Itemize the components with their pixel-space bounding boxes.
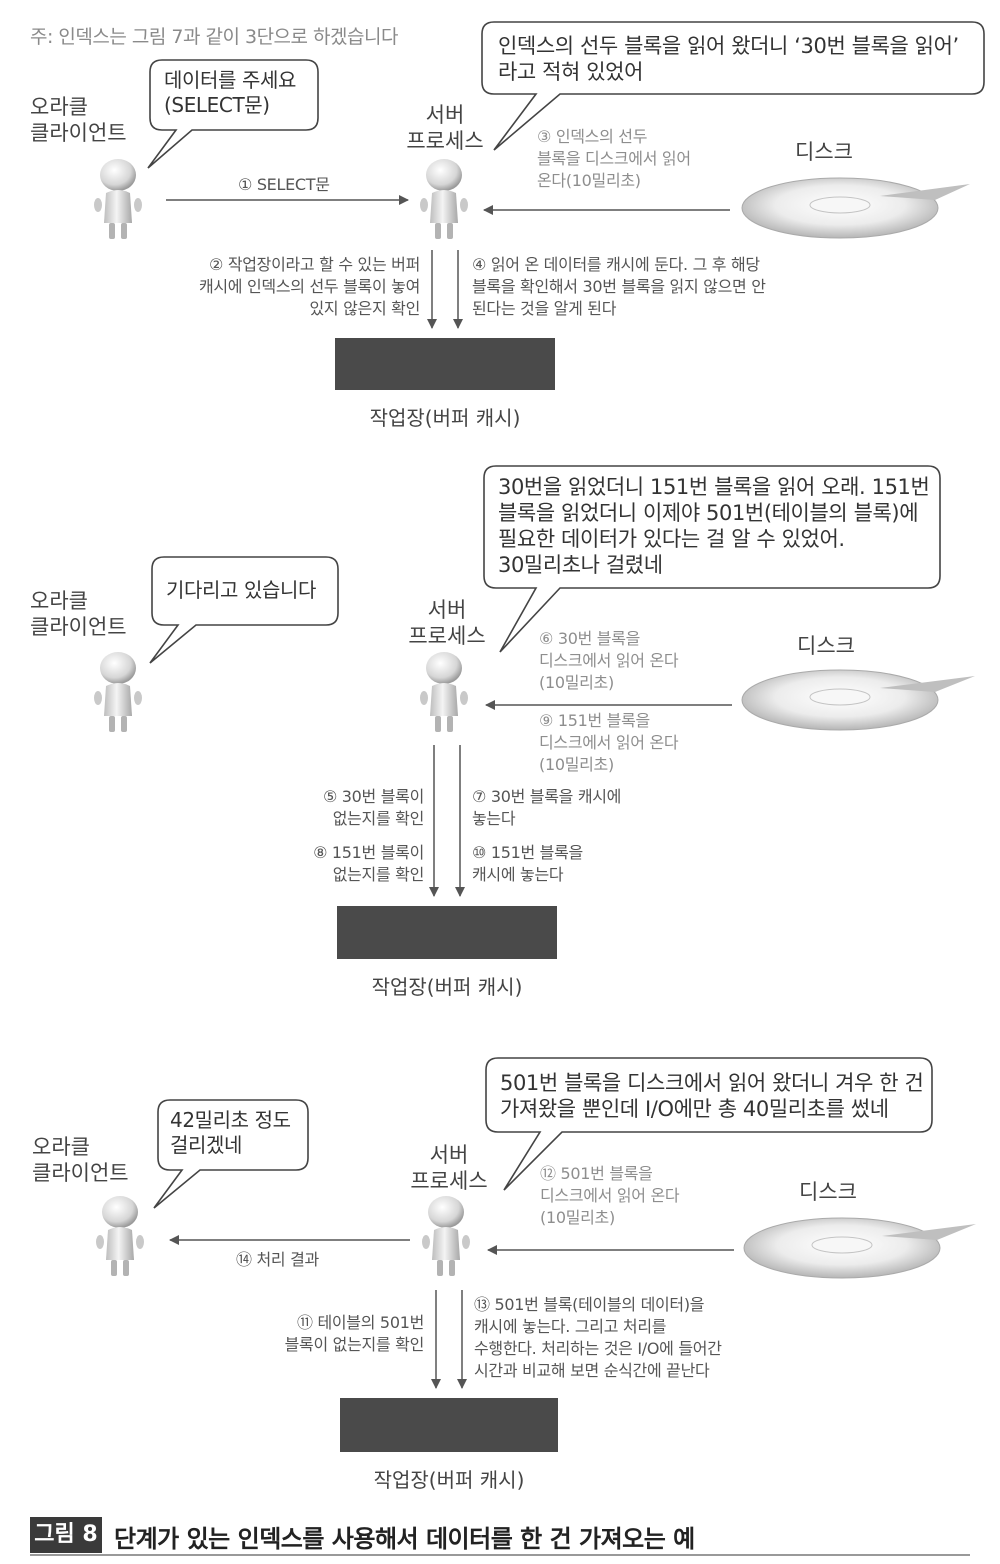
put-151-step-text: ⑩ 151번 블록을 캐시에 놓는다 xyxy=(472,842,583,886)
buffer-cache-box xyxy=(340,1398,558,1452)
disk-label: 디스크 xyxy=(797,630,855,660)
figure-caption: 단계가 있는 인덱스를 사용해서 데이터를 한 건 가져오는 예 xyxy=(114,1519,695,1554)
server-label: 서버 프로세스 xyxy=(400,102,490,154)
buffer-cache-box xyxy=(335,338,555,390)
server-figure-icon xyxy=(420,652,468,732)
client-figure-icon xyxy=(94,159,142,239)
caption-divider xyxy=(30,1554,970,1556)
check-30-step-text: ⑤ 30번 블록이 없는지를 확인 xyxy=(230,786,424,830)
put-cache-step-text: ④ 읽어 온 데이터를 캐시에 둔다. 그 후 해당 블록을 확인해서 30번 … xyxy=(472,254,766,320)
client-bubble-text: 데이터를 주세요 (SELECT문) xyxy=(164,68,296,118)
check-cache-step-text: ② 작업장이라고 할 수 있는 버퍼 캐시에 인덱스의 선두 블록이 놓여 있지… xyxy=(150,254,420,320)
figure-number-badge: 그림 8 xyxy=(30,1517,102,1553)
disk-label: 디스크 xyxy=(795,136,853,166)
put-501-step-text: ⑬ 501번 블록(테이블의 데이터)을 캐시에 놓는다. 그리고 처리를 수행… xyxy=(474,1294,722,1382)
client-label: 오라클 클라이언트 xyxy=(32,1134,129,1186)
disk-read-30-step-text: ⑥ 30번 블록을 디스크에서 읽어 온다 (10밀리초) xyxy=(539,628,678,694)
server-figure-icon xyxy=(420,159,468,239)
client-label: 오라클 클라이언트 xyxy=(30,588,127,640)
disk-read-step-text: ③ 인덱스의 선두 블록을 디스크에서 읽어 온다(10밀리초) xyxy=(537,126,691,192)
disk-label: 디스크 xyxy=(799,1176,857,1206)
client-bubble-text: 기다리고 있습니다 xyxy=(166,578,316,603)
server-label: 서버 프로세스 xyxy=(404,1142,494,1194)
server-figure-icon xyxy=(422,1196,470,1276)
disk-icon xyxy=(744,1218,976,1278)
select-arrow-text: ① SELECT문 xyxy=(238,174,330,196)
server-label: 서버 프로세스 xyxy=(402,597,492,649)
server-bubble-text: 30번을 읽었더니 151번 블록을 읽어 오래. 151번 블록을 읽었더니 … xyxy=(498,474,929,578)
put-30-step-text: ⑦ 30번 블록을 캐시에 놓는다 xyxy=(472,786,621,830)
disk-icon xyxy=(742,670,975,730)
buffer-cache-label: 작업장(버퍼 캐시) xyxy=(335,402,555,431)
disk-read-151-step-text: ⑨ 151번 블록을 디스크에서 읽어 온다 (10밀리초) xyxy=(539,710,678,776)
client-speech-bubble xyxy=(150,557,338,663)
server-bubble-text: 501번 블록을 디스크에서 읽어 왔더니 겨우 한 건 가져왔을 뿐인데 I/… xyxy=(500,1070,923,1122)
client-label: 오라클 클라이언트 xyxy=(30,94,127,146)
result-arrow-text: ⑭ 처리 결과 xyxy=(236,1249,319,1271)
disk-icon xyxy=(742,178,970,238)
client-bubble-text: 42밀리초 정도 걸리겠네 xyxy=(170,1108,291,1158)
figure-note: 주: 인덱스는 그림 7과 같이 3단으로 하겠습니다 xyxy=(30,22,398,49)
client-figure-icon xyxy=(94,652,142,732)
buffer-cache-label: 작업장(버퍼 캐시) xyxy=(337,971,557,1000)
check-501-step-text: ⑪ 테이블의 501번 블록이 없는지를 확인 xyxy=(230,1312,424,1356)
server-bubble-text: 인덱스의 선두 블록을 읽어 왔더니 ‘30번 블록을 읽어’ 라고 적혀 있었… xyxy=(498,33,959,85)
check-151-step-text: ⑧ 151번 블록이 없는지를 확인 xyxy=(230,842,424,886)
buffer-cache-label: 작업장(버퍼 캐시) xyxy=(340,1464,558,1493)
client-figure-icon xyxy=(96,1196,144,1276)
buffer-cache-box xyxy=(337,906,557,959)
disk-read-501-step-text: ⑫ 501번 블록을 디스크에서 읽어 온다 (10밀리초) xyxy=(540,1163,679,1229)
